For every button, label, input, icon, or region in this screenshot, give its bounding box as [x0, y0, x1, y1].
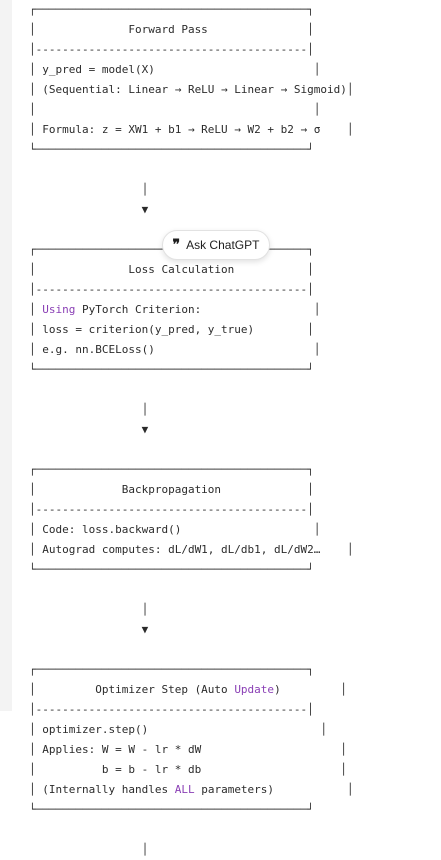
- keyword-update: Update: [234, 683, 275, 696]
- loss-bottom-border: └───────────────────────────────────────…: [29, 363, 314, 376]
- loss-line-1: │ Using PyTorch Criterion: │: [29, 300, 354, 320]
- ask-chatgpt-label: Ask ChatGPT: [186, 238, 260, 252]
- connector-pipe: │: [29, 403, 149, 416]
- optimizer-divider: │---------------------------------------…: [29, 703, 314, 716]
- optimizer-line-4: │ (Internally handles ALL parameters) │: [29, 780, 354, 800]
- optimizer-line-3: │ b = b - lr * db │: [29, 763, 347, 776]
- blank-line: [29, 640, 354, 660]
- optimizer-top-border: ┌───────────────────────────────────────…: [29, 663, 314, 676]
- optimizer-line-1: │ optimizer.step() │: [29, 723, 328, 736]
- forward-divider: │---------------------------------------…: [29, 43, 314, 56]
- blank-line: [29, 580, 354, 600]
- optimizer-line-4-suffix: parameters) │: [194, 783, 354, 796]
- connector-arrow: ▼: [29, 203, 149, 216]
- connector-pipe: │: [29, 183, 149, 196]
- forward-top-border: ┌───────────────────────────────────────…: [29, 3, 314, 16]
- backprop-title: │ Backpropagation │: [29, 483, 314, 496]
- blank-line: [29, 820, 354, 840]
- blank-line: [29, 160, 354, 180]
- forward-line-3: │ │: [29, 103, 321, 116]
- forward-line-1: │ y_pred = model(X) │: [29, 63, 321, 76]
- ask-chatgpt-button[interactable]: ❞ Ask ChatGPT: [162, 230, 270, 260]
- backprop-bottom-border: └───────────────────────────────────────…: [29, 563, 314, 576]
- forward-title: │ Forward Pass │: [29, 23, 314, 36]
- connector-arrow: ▼: [29, 623, 149, 636]
- optimizer-bottom-border: └───────────────────────────────────────…: [29, 803, 314, 816]
- optimizer-line-4-prefix: │ (Internally handles: [29, 783, 175, 796]
- keyword-all: ALL: [174, 783, 195, 796]
- forward-bottom-border: └───────────────────────────────────────…: [29, 143, 314, 156]
- connector-pipe: │: [29, 843, 149, 856]
- backprop-top-border: ┌───────────────────────────────────────…: [29, 463, 314, 476]
- keyword-using: Using: [42, 303, 76, 316]
- backprop-divider: │---------------------------------------…: [29, 503, 314, 516]
- blank-line: [29, 440, 354, 460]
- optimizer-title-prefix: │ Optimizer Step (Auto: [29, 683, 235, 696]
- loss-title: │ Loss Calculation │: [29, 263, 314, 276]
- quote-icon: ❞: [172, 237, 181, 253]
- loss-divider: │---------------------------------------…: [29, 283, 314, 296]
- connector-pipe: │: [29, 603, 149, 616]
- backprop-line-2: │ Autograd computes: dL/dW1, dL/db1, dL/…: [29, 543, 354, 556]
- optimizer-title: │ Optimizer Step (Auto Update) │: [29, 680, 354, 700]
- loss-line-3: │ e.g. nn.BCELoss() │: [29, 343, 321, 356]
- optimizer-title-suffix: ) │: [274, 683, 347, 696]
- loss-line-1-prefix: │: [29, 303, 43, 316]
- loss-line-2: │ loss = criterion(y_pred, y_true) │: [29, 323, 314, 336]
- blank-line: [29, 380, 354, 400]
- backprop-line-1: │ Code: loss.backward() │: [29, 523, 321, 536]
- optimizer-line-2: │ Applies: W = W - lr * dW │: [29, 743, 347, 756]
- ascii-diagram: ┌───────────────────────────────────────…: [29, 0, 354, 860]
- left-gutter: [0, 0, 12, 711]
- forward-line-4: │ Formula: z = XW1 + b1 → ReLU → W2 + b2…: [29, 123, 354, 136]
- forward-line-2: │ (Sequential: Linear → ReLU → Linear → …: [29, 83, 354, 96]
- loss-line-1-suffix: PyTorch Criterion: │: [75, 303, 321, 316]
- connector-arrow: ▼: [29, 423, 149, 436]
